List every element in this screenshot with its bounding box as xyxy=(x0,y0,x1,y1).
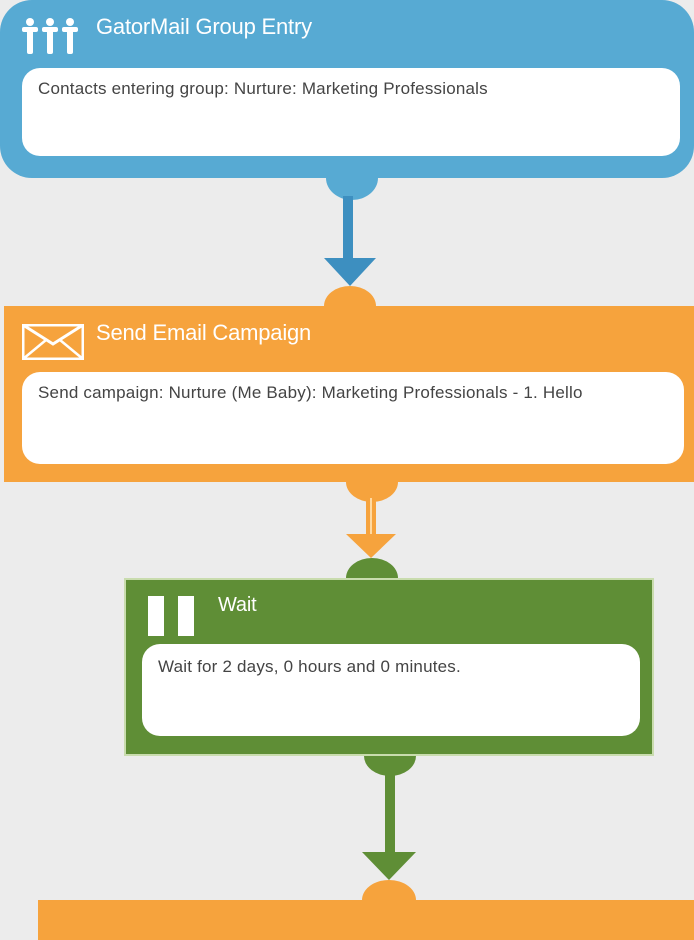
entry-node-description: Contacts entering group: Nurture: Market… xyxy=(22,68,680,156)
entry-output-port[interactable] xyxy=(326,178,378,200)
wait-node-title: Wait xyxy=(218,594,257,616)
connector-line-1 xyxy=(343,196,353,264)
email-input-port[interactable] xyxy=(324,286,376,306)
next-flow-node[interactable] xyxy=(38,900,694,940)
group-people-icon xyxy=(22,18,78,54)
email-output-port[interactable] xyxy=(346,482,398,502)
entry-node-title: GatorMail Group Entry xyxy=(96,14,312,39)
gatormail-group-entry-node[interactable]: GatorMail Group Entry Contacts entering … xyxy=(0,0,694,178)
next-input-port[interactable] xyxy=(362,880,416,900)
connector-arrow-1 xyxy=(324,258,376,286)
connector-arrow-2 xyxy=(346,534,396,558)
wait-node[interactable]: Wait Wait for 2 days, 0 hours and 0 minu… xyxy=(124,578,654,756)
email-node-description: Send campaign: Nurture (Me Baby): Market… xyxy=(22,372,684,464)
connector-arrow-3 xyxy=(362,852,416,880)
wait-output-port[interactable] xyxy=(364,756,416,776)
flow-connectors xyxy=(324,178,416,900)
wait-node-description: Wait for 2 days, 0 hours and 0 minutes. xyxy=(142,644,640,736)
pause-icon xyxy=(148,596,194,636)
email-node-title: Send Email Campaign xyxy=(96,320,312,345)
wait-input-port[interactable] xyxy=(346,558,398,578)
connector-line-3 xyxy=(385,772,395,856)
send-email-campaign-node[interactable]: Send Email Campaign Send campaign: Nurtu… xyxy=(4,306,694,482)
envelope-icon xyxy=(22,324,84,360)
